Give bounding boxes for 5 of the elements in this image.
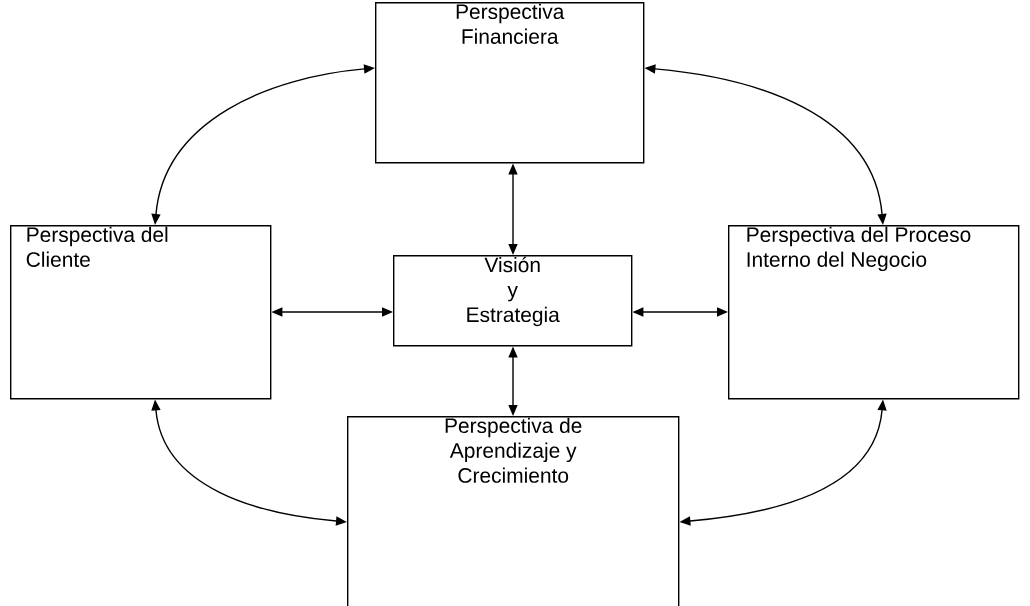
perspective-box: Perspectiva de Aprendizaje y Crecimiento (347, 416, 680, 606)
perspective-box: Perspectiva del Cliente (10, 225, 272, 400)
perspective-box: Perspectiva Financiera (375, 2, 645, 164)
perspective-box: Perspectiva del Proceso Interno del Negocio (728, 225, 1020, 400)
perspective-box: Visión y Estrategia (393, 255, 633, 347)
